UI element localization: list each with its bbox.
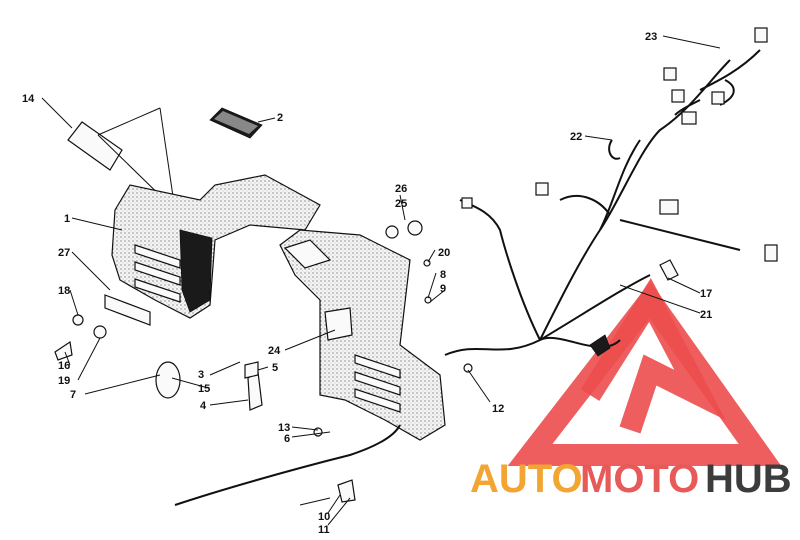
watermark-logo-inner (580, 278, 726, 434)
part-label-8: 8 (440, 269, 446, 281)
watermark-text-auto: AUTO (470, 457, 583, 501)
part-label-25: 25 (395, 198, 407, 210)
part-label-9: 9 (440, 283, 446, 295)
part-label-17: 17 (700, 288, 712, 300)
part-label-24: 24 (268, 345, 281, 357)
wiring-harness (174, 27, 778, 506)
part-label-20: 20 (438, 247, 450, 259)
part-label-23: 23 (645, 31, 657, 43)
part-2-plate (209, 107, 263, 139)
part-label-16: 16 (58, 360, 70, 372)
leader-lines (41, 35, 721, 526)
part-label-21: 21 (700, 309, 712, 321)
part-1-housing (111, 174, 321, 319)
part-label-18: 18 (58, 285, 70, 297)
part-label-12: 12 (492, 403, 504, 415)
watermark-logo: AUTO MOTO HUB (470, 278, 792, 501)
part-label-4: 4 (200, 400, 207, 412)
part-label-10: 10 (318, 511, 330, 523)
part-label-1: 1 (64, 213, 70, 225)
part-label-15: 15 (198, 383, 210, 395)
part-label-22: 22 (570, 131, 582, 143)
part-label-7: 7 (70, 389, 76, 401)
part-label-6: 6 (284, 433, 290, 445)
part-label-26: 26 (395, 183, 407, 195)
watermark-text-moto: MOTO (580, 457, 699, 501)
part-labels: 14 2 1 27 18 16 19 7 3 15 4 5 24 13 6 26… (22, 31, 712, 536)
hardware-parts (54, 220, 473, 506)
part-label-27: 27 (58, 247, 70, 259)
part-label-5: 5 (272, 362, 278, 374)
part-14-decal (67, 107, 176, 211)
part-label-11: 11 (318, 524, 330, 536)
part-24-panel (279, 229, 446, 441)
part-label-19: 19 (58, 375, 70, 387)
part-label-13: 13 (278, 422, 290, 434)
part-label-3: 3 (198, 369, 204, 381)
watermark-text-hub: HUB (705, 457, 792, 501)
part-label-2: 2 (277, 112, 283, 124)
part-label-14: 14 (22, 93, 35, 105)
